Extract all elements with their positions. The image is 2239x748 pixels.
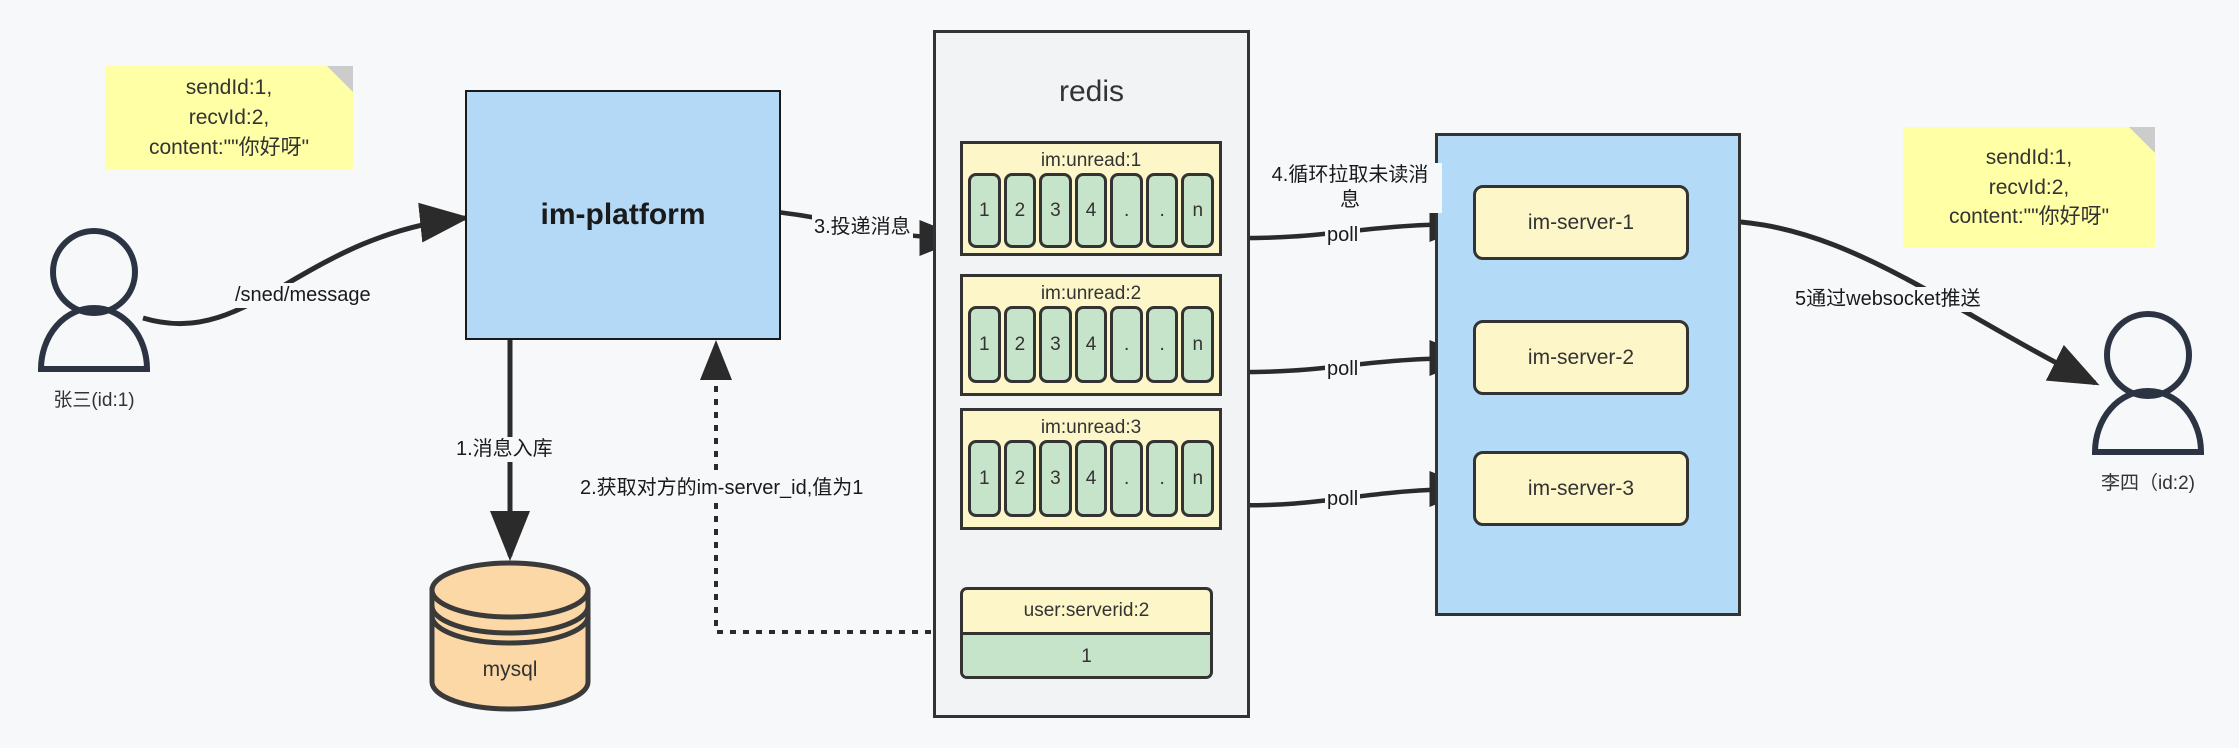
redis-kv-value: 1	[963, 632, 1210, 676]
redis-cell: .	[1110, 306, 1143, 383]
redis-cell: .	[1110, 440, 1143, 517]
edge-label-step1: 1.消息入库	[454, 437, 555, 462]
im-server-3-node[interactable]: im-server-3	[1473, 451, 1689, 526]
redis-kv-key: user:serverid:2	[1023, 600, 1150, 621]
im-server-2-label: im-server-2	[1527, 345, 1635, 369]
edge-label-step4: 4.循环拉取未读消 息	[1258, 163, 1442, 213]
redis-key-name-2: im:unread:3	[1040, 417, 1142, 438]
im-server-3-label: im-server-3	[1527, 476, 1635, 500]
edge-label-step3: 3.投递消息	[812, 215, 913, 240]
sticky-note-left-text: sendId:1, recvId:2, content:""你好呀"	[148, 76, 310, 159]
edge-label-poll-2: poll	[1325, 357, 1361, 382]
redis-cell: .	[1145, 440, 1179, 517]
receiver-actor-glyph	[2091, 311, 2205, 455]
redis-title: redis	[1058, 75, 1125, 108]
redis-key-name-1: im:unread:2	[1040, 283, 1142, 304]
sender-actor-label: 张三(id:1)	[53, 390, 135, 411]
redis-kv-card[interactable]: user:serverid:2 1	[960, 587, 1213, 679]
redis-cell: 4	[1074, 173, 1108, 248]
edge-label-step2: 2.获取对方的im-server_id,值为1	[578, 476, 866, 501]
redis-cell: 1	[968, 440, 1001, 517]
mysql-cylinder	[429, 560, 591, 712]
redis-cell: n	[1181, 306, 1215, 383]
redis-cell: 4	[1074, 306, 1108, 383]
redis-key-card-0[interactable]: im:unread:1 1 2 3 4 . . n	[960, 141, 1222, 256]
receiver-actor-label: 李四（id:2)	[2101, 473, 2195, 494]
sender-actor-glyph	[37, 228, 151, 372]
redis-cell: .	[1145, 173, 1179, 248]
redis-cell: .	[1145, 306, 1179, 383]
redis-cell: 3	[1039, 306, 1072, 383]
redis-list-cells-2: 1 2 3 4 . . n	[968, 440, 1215, 517]
redis-cell: n	[1181, 440, 1215, 517]
sticky-fold-icon	[327, 66, 353, 92]
im-server-1-node[interactable]: im-server-1	[1473, 185, 1689, 260]
redis-list-cells-1: 1 2 3 4 . . n	[968, 306, 1215, 383]
im-platform-box[interactable]: im-platform	[465, 90, 781, 340]
redis-cell: n	[1181, 173, 1215, 248]
edge-label-poll-3: poll	[1325, 487, 1361, 512]
redis-cell: 2	[1003, 306, 1037, 383]
redis-list-cells-0: 1 2 3 4 . . n	[968, 173, 1215, 248]
redis-cell: 3	[1039, 440, 1072, 517]
redis-cell: 2	[1003, 173, 1037, 248]
redis-cell: 4	[1074, 440, 1108, 517]
sticky-note-left: sendId:1, recvId:2, content:""你好呀"	[105, 66, 353, 170]
edge-label-send-message: /sned/message	[233, 283, 373, 308]
redis-cell: 2	[1003, 440, 1037, 517]
redis-key-name-0: im:unread:1	[1040, 150, 1142, 171]
redis-key-card-1[interactable]: im:unread:2 1 2 3 4 . . n	[960, 274, 1222, 396]
redis-cell: 1	[968, 306, 1001, 383]
sticky-note-right: sendId:1, recvId:2, content:""你好呀"	[1903, 127, 2155, 248]
im-platform-label: im-platform	[540, 198, 706, 231]
edge-label-step5: 5通过websocket推送	[1793, 287, 1983, 312]
redis-key-card-2[interactable]: im:unread:3 1 2 3 4 . . n	[960, 408, 1222, 530]
edge-label-poll-1: poll	[1325, 223, 1361, 248]
im-server-1-label: im-server-1	[1527, 210, 1635, 234]
im-server-2-node[interactable]: im-server-2	[1473, 320, 1689, 395]
mysql-label: mysql	[482, 658, 538, 681]
redis-cell: 1	[968, 173, 1001, 248]
sticky-note-right-text: sendId:1, recvId:2, content:""你好呀"	[1948, 145, 2110, 229]
sticky-fold-icon	[2129, 127, 2155, 153]
redis-cell: 3	[1039, 173, 1072, 248]
redis-cell: .	[1110, 173, 1143, 248]
